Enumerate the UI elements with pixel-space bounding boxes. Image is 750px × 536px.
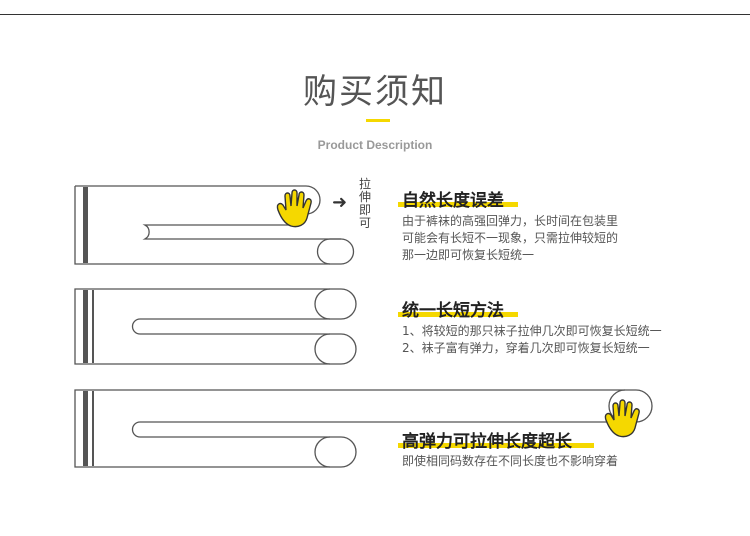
page-subtitle: Product Description bbox=[317, 138, 433, 152]
heading-highlight bbox=[398, 443, 594, 448]
section-heading: 高弹力可拉伸长度超长 bbox=[402, 432, 572, 452]
heading-highlight bbox=[398, 202, 518, 207]
hand-pull-icon bbox=[276, 189, 312, 228]
heading-highlight bbox=[398, 312, 518, 317]
section-description: 即使相同码数存在不同长度也不影响穿着 bbox=[402, 454, 619, 468]
section-description: 1、将较短的那只袜子拉伸几次即可恢复长短统一 2、袜子富有弹力，穿着几次即可恢复… bbox=[402, 324, 662, 355]
stretch-label: 拉伸即可 bbox=[358, 177, 371, 230]
cuff-band-1 bbox=[83, 187, 88, 263]
cuff-band-3 bbox=[83, 391, 88, 466]
section-heading: 统一长短方法 bbox=[402, 301, 504, 321]
cuff-band-2 bbox=[83, 290, 88, 363]
right-arrow-icon: ➜ bbox=[332, 192, 348, 213]
title-underline bbox=[366, 119, 390, 122]
section-heading: 自然长度误差 bbox=[402, 191, 504, 211]
sock-diagram-1 bbox=[74, 185, 355, 265]
top-divider bbox=[0, 14, 750, 15]
page-title: 购买须知 bbox=[303, 72, 447, 112]
hand-pull-icon bbox=[604, 399, 640, 438]
sock-diagram-2 bbox=[74, 288, 357, 365]
section-description: 由于裤袜的高强回弹力，长时间在包装里 可能会有长短不一现象，只需拉伸较短的 那一… bbox=[402, 214, 619, 262]
